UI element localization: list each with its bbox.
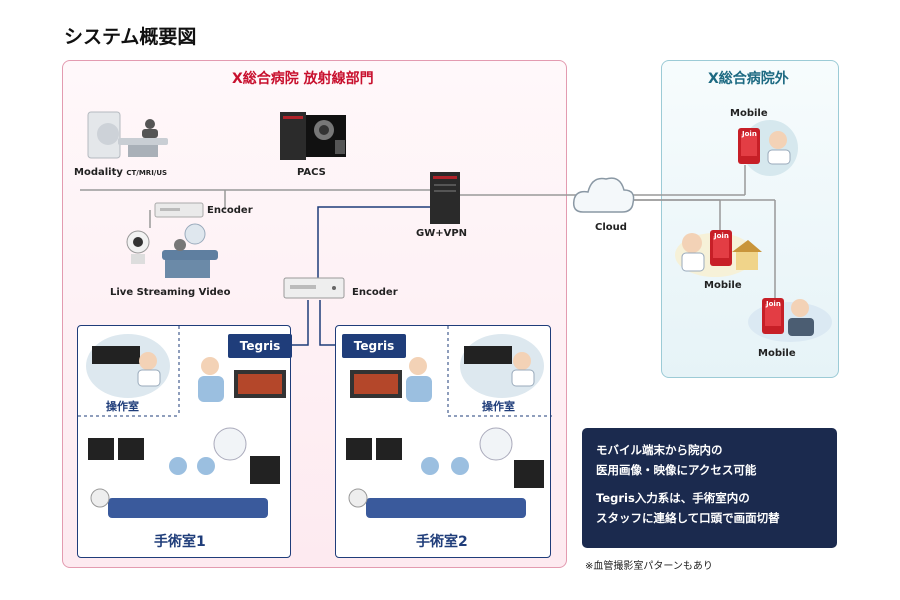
cloud-label: Cloud — [595, 222, 627, 233]
ct-scanner-icon — [87, 111, 168, 159]
cloud-icon — [572, 177, 635, 213]
encoder-top-label: Encoder — [207, 205, 253, 216]
control-room-label-or2: 操作室 — [482, 400, 515, 413]
note-box: モバイル端末から院内の 医用画像・映像にアクセス可能 Tegris入力系は、手術… — [582, 428, 837, 548]
encoder-mid-label: Encoder — [352, 287, 398, 298]
pacs-label: PACS — [297, 167, 326, 178]
live-streaming-icon — [126, 223, 218, 278]
pacs-server-icon — [280, 112, 346, 160]
network-wires — [80, 165, 776, 300]
tegris-label-or2: Tegris — [342, 334, 406, 358]
modality-label-main: Modality — [74, 167, 123, 178]
operating-room-1-title: 手術室1 — [154, 534, 206, 550]
control-room-label-or1: 操作室 — [106, 400, 139, 413]
note-line-4: スタッフに連絡して口頭で画面切替 — [596, 511, 780, 525]
note-line-2: 医用画像・映像にアクセス可能 — [596, 463, 757, 477]
hospital-outside-title: X総合病院外 — [708, 71, 789, 87]
operating-room-1: Tegris 操作室 手術室1 — [77, 325, 292, 558]
join-label-3: Join — [766, 300, 781, 308]
mobile-3-label: Mobile — [758, 348, 796, 359]
tegris-label-or1: Tegris — [228, 334, 292, 358]
mobile-3-icon — [748, 298, 832, 342]
note-line-3: Tegris入力系は、手術室内の — [596, 491, 750, 505]
page-title: システム概要図 — [64, 26, 197, 48]
note-line-1: モバイル端末から院内の — [596, 443, 723, 457]
mobile-1-label: Mobile — [730, 108, 768, 119]
modality-label: Modality CT/MRI/US — [74, 167, 167, 178]
or2-illustration — [346, 326, 552, 518]
gateway-icon — [430, 172, 460, 224]
mobile-2-icon — [675, 230, 762, 277]
encoder-mid-icon — [283, 277, 345, 299]
mobile-1-icon — [738, 120, 798, 176]
encoder-top-icon — [154, 202, 204, 218]
modality-label-sub: CT/MRI/US — [126, 169, 168, 177]
encoder-wires — [292, 206, 430, 346]
mobile-2-label: Mobile — [704, 280, 742, 291]
hospital-inside-title: X総合病院 放射線部門 — [232, 71, 374, 87]
operating-room-2: Tegris 操作室 手術室2 — [335, 325, 552, 558]
join-label-2: Join — [714, 232, 729, 240]
or1-illustration — [78, 326, 286, 518]
footnote: ※血管撮影室パターンもあり — [585, 561, 713, 572]
gateway-label: GW+VPN — [416, 228, 468, 239]
operating-room-2-title: 手術室2 — [416, 534, 468, 550]
join-label-1: Join — [742, 130, 757, 138]
live-streaming-label: Live Streaming Video — [110, 287, 231, 298]
